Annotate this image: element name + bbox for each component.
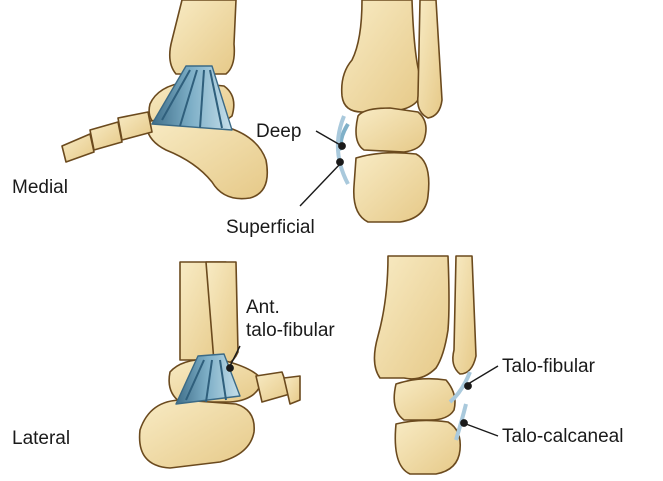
lateral-calcaneus (140, 400, 255, 468)
medial-metatarsal-1 (118, 112, 152, 140)
medial-metatarsal-3 (62, 134, 94, 162)
lateral-cuneiform (284, 376, 300, 404)
front-tibia (342, 0, 422, 112)
front2-talus (394, 379, 455, 420)
label-talo-calcaneal: Talo-calcaneal (502, 426, 623, 448)
talocalcaneal-pointer-dot (461, 420, 467, 426)
medial-side-view (62, 0, 267, 199)
front2-fibula (453, 256, 476, 374)
front-fibula (418, 0, 442, 118)
medial-front-view (338, 0, 442, 222)
talofibular-pointer-dot (465, 383, 471, 389)
medial-calcaneus (146, 119, 267, 198)
medial-metatarsal-2 (90, 122, 122, 150)
label-superficial: Superficial (226, 217, 315, 239)
front-calcaneus (354, 153, 429, 222)
label-medial: Medial (12, 177, 68, 199)
deep-pointer-dot (339, 143, 345, 149)
front2-tibia (374, 256, 449, 379)
superficial-pointer-dot (337, 159, 343, 165)
front-talus (356, 108, 426, 152)
label-lateral: Lateral (12, 428, 70, 450)
front2-calcaneus (395, 420, 460, 474)
label-deep: Deep (256, 121, 301, 143)
lateral-navicular (256, 372, 290, 402)
lateral-front-view (374, 256, 476, 474)
medial-tibia (170, 0, 236, 74)
label-ant-talofibular-line2: talo-fibular (246, 319, 335, 342)
label-ant-talofibular-line1: Ant. (246, 296, 335, 319)
label-talo-fibular: Talo-fibular (502, 356, 595, 378)
ant-talofibular-pointer-dot (227, 365, 233, 371)
label-ant-talofibular: Ant. talo-fibular (246, 296, 335, 342)
lateral-side-view (140, 262, 300, 468)
